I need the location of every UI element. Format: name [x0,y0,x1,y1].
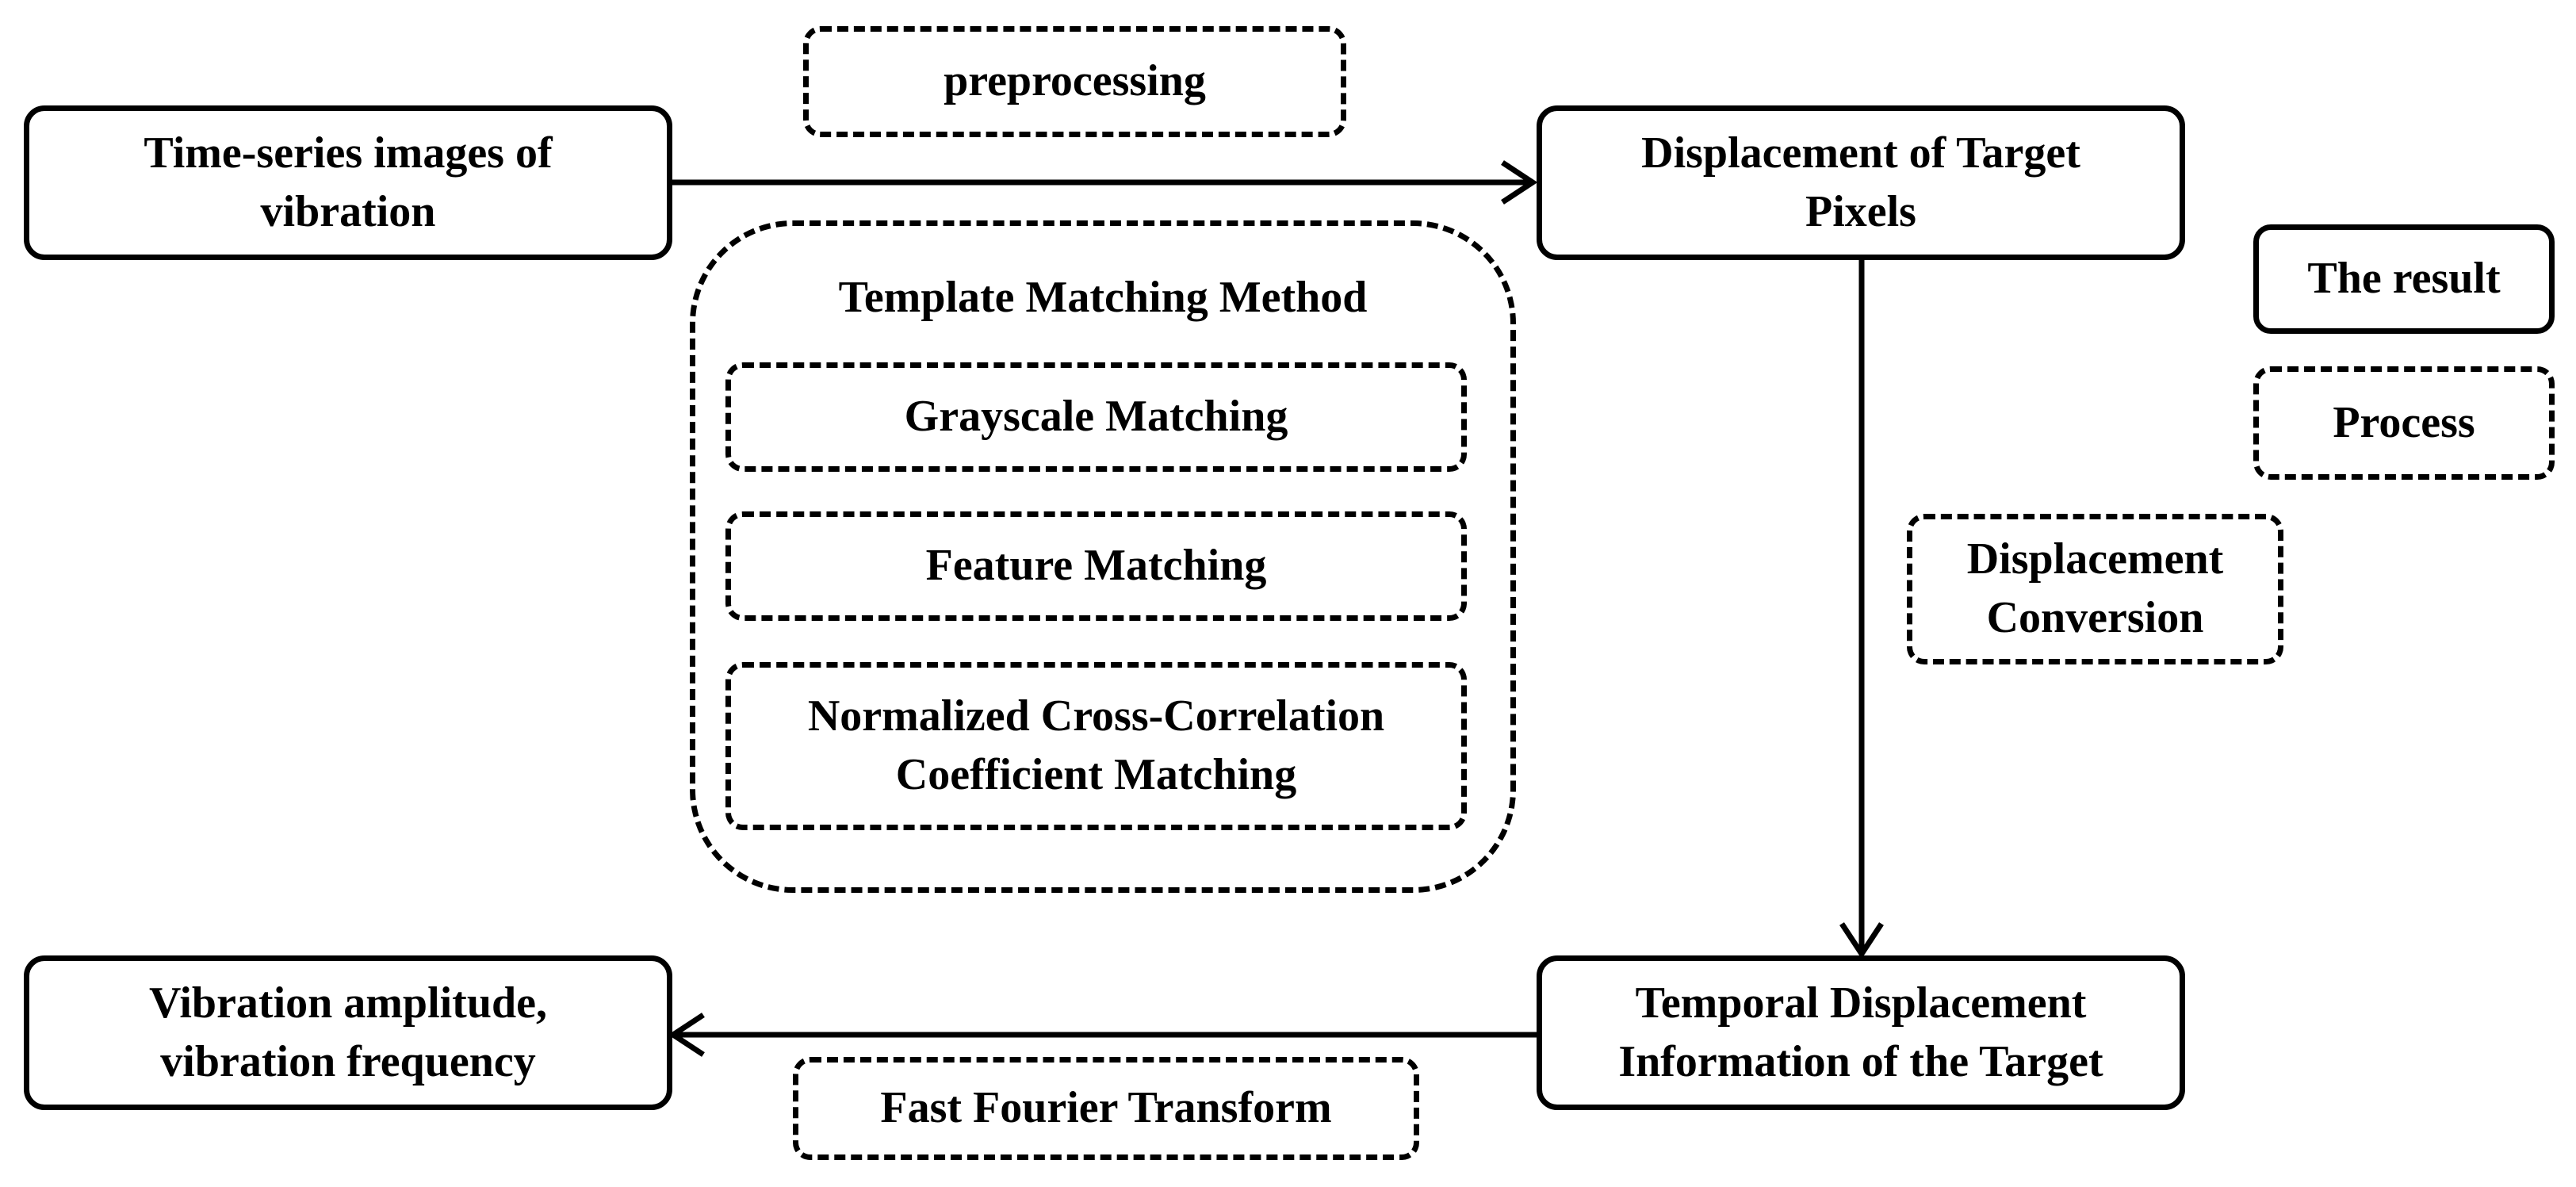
method-feature-matching-label: Feature Matching [925,541,1267,591]
method-ncc-matching-label: Normalized Cross-Correlation Coefficient… [807,691,1385,799]
arrowhead-temporal-to-result [668,1013,705,1057]
process-fft-label: Fast Fourier Transform [880,1083,1332,1133]
legend-process: Process [2253,366,2555,480]
template-matching-group: Template Matching Method [690,220,1516,893]
arrowhead-images-to-pixels [1501,160,1538,205]
method-ncc-matching: Normalized Cross-Correlation Coefficient… [725,662,1467,830]
process-preprocessing-label: preprocessing [944,56,1206,106]
method-grayscale-matching-label: Grayscale Matching [904,392,1288,442]
node-time-series-images-label: Time-series images of vibration [144,128,553,236]
method-grayscale-matching: Grayscale Matching [725,362,1467,472]
process-preprocessing: preprocessing [803,26,1346,137]
node-temporal-displacement-label: Temporal Displacement Information of the… [1618,978,2103,1086]
template-matching-title: Template Matching Method [838,273,1368,322]
node-vibration-result: Vibration amplitude, vibration frequency [24,955,672,1110]
method-feature-matching: Feature Matching [725,511,1467,621]
legend-process-label: Process [2333,397,2475,447]
legend-result-label: The result [2307,254,2501,304]
node-time-series-images: Time-series images of vibration [24,105,672,260]
node-vibration-result-label: Vibration amplitude, vibration frequency [149,978,547,1086]
process-displacement-conversion: Displacement Conversion [1907,514,2283,664]
process-fft: Fast Fourier Transform [793,1057,1419,1160]
node-temporal-displacement: Temporal Displacement Information of the… [1537,955,2185,1110]
arrowhead-pixels-to-temporal [1839,922,1884,959]
node-displacement-target-pixels-label: Displacement of Target Pixels [1641,128,2080,236]
process-displacement-conversion-label: Displacement Conversion [1966,534,2224,642]
node-displacement-target-pixels: Displacement of Target Pixels [1537,105,2185,260]
legend-result: The result [2253,224,2555,334]
